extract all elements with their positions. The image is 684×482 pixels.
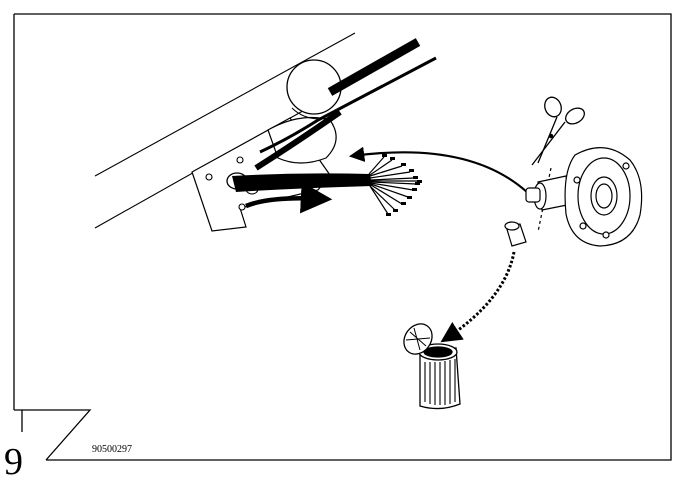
trash-can-icon [403,323,461,410]
figure-frame [13,13,672,461]
step-number: 9 [4,441,23,482]
cable-route-arrow-icon [348,146,529,194]
feed-direction-arrow-icon [245,181,333,214]
reference-code: 90500297 [92,444,132,455]
trailer-socket [525,147,643,247]
discard-arrow-icon [440,251,516,343]
cut-off-piece [504,221,527,247]
existing-cables [254,38,437,171]
scissors-icon [531,96,585,166]
